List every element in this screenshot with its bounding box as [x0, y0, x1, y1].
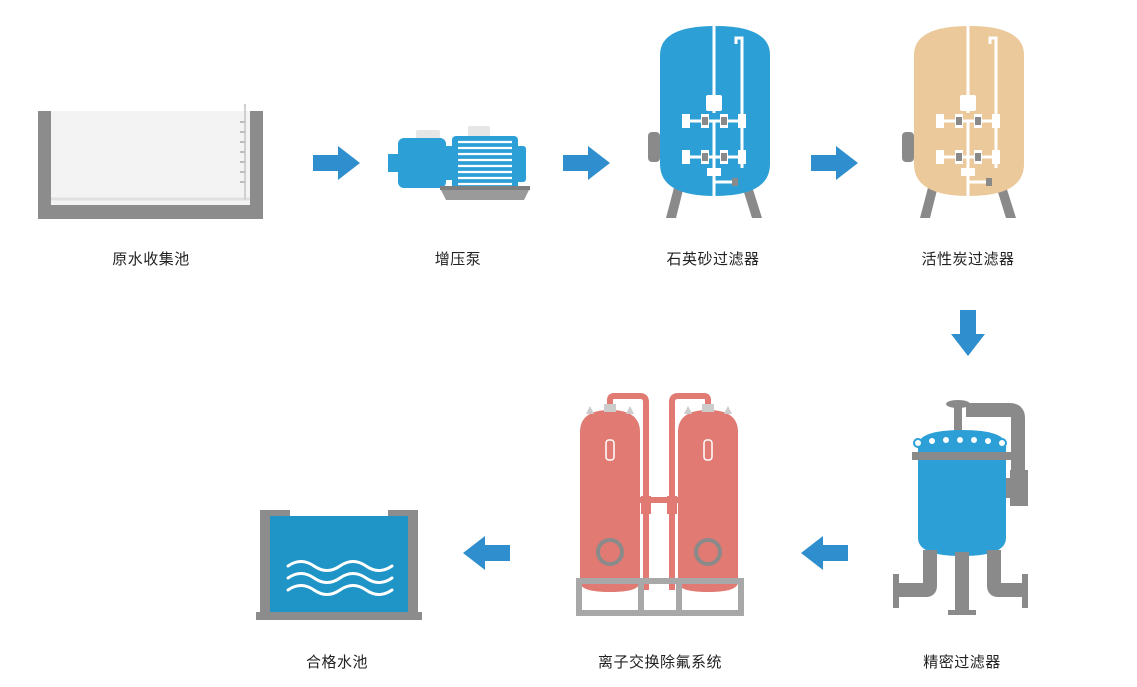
ion-exchange-defluoridation-icon: [576, 393, 744, 616]
step-label-ion-exchange-defluoridation: 离子交换除氟系统: [597, 653, 723, 671]
flow-arrow-3: [811, 146, 858, 180]
flow-arrow-2: [563, 146, 610, 180]
flow-arrow-5: [801, 536, 848, 570]
raw-water-tank-icon: [38, 104, 263, 219]
flow-arrow-6: [463, 536, 510, 570]
quartz-sand-filter-icon: [648, 12, 770, 218]
step-label-quartz-sand-filter: 石英砂过滤器: [666, 250, 760, 268]
step-label-qualified-water-tank: 合格水池: [305, 653, 369, 671]
step-label-raw-water-tank: 原水收集池: [112, 250, 190, 268]
precision-filter-icon: [893, 400, 1028, 615]
booster-pump-icon: [388, 126, 530, 200]
step-label-activated-carbon-filter: 活性炭过滤器: [921, 250, 1015, 268]
step-label-precision-filter: 精密过滤器: [923, 653, 1001, 671]
qualified-water-tank-icon: [256, 510, 422, 620]
flow-arrow-4: [951, 310, 985, 356]
step-label-booster-pump: 增压泵: [434, 250, 482, 268]
flow-arrow-1: [313, 146, 360, 180]
activated-carbon-filter-icon: [902, 12, 1024, 218]
